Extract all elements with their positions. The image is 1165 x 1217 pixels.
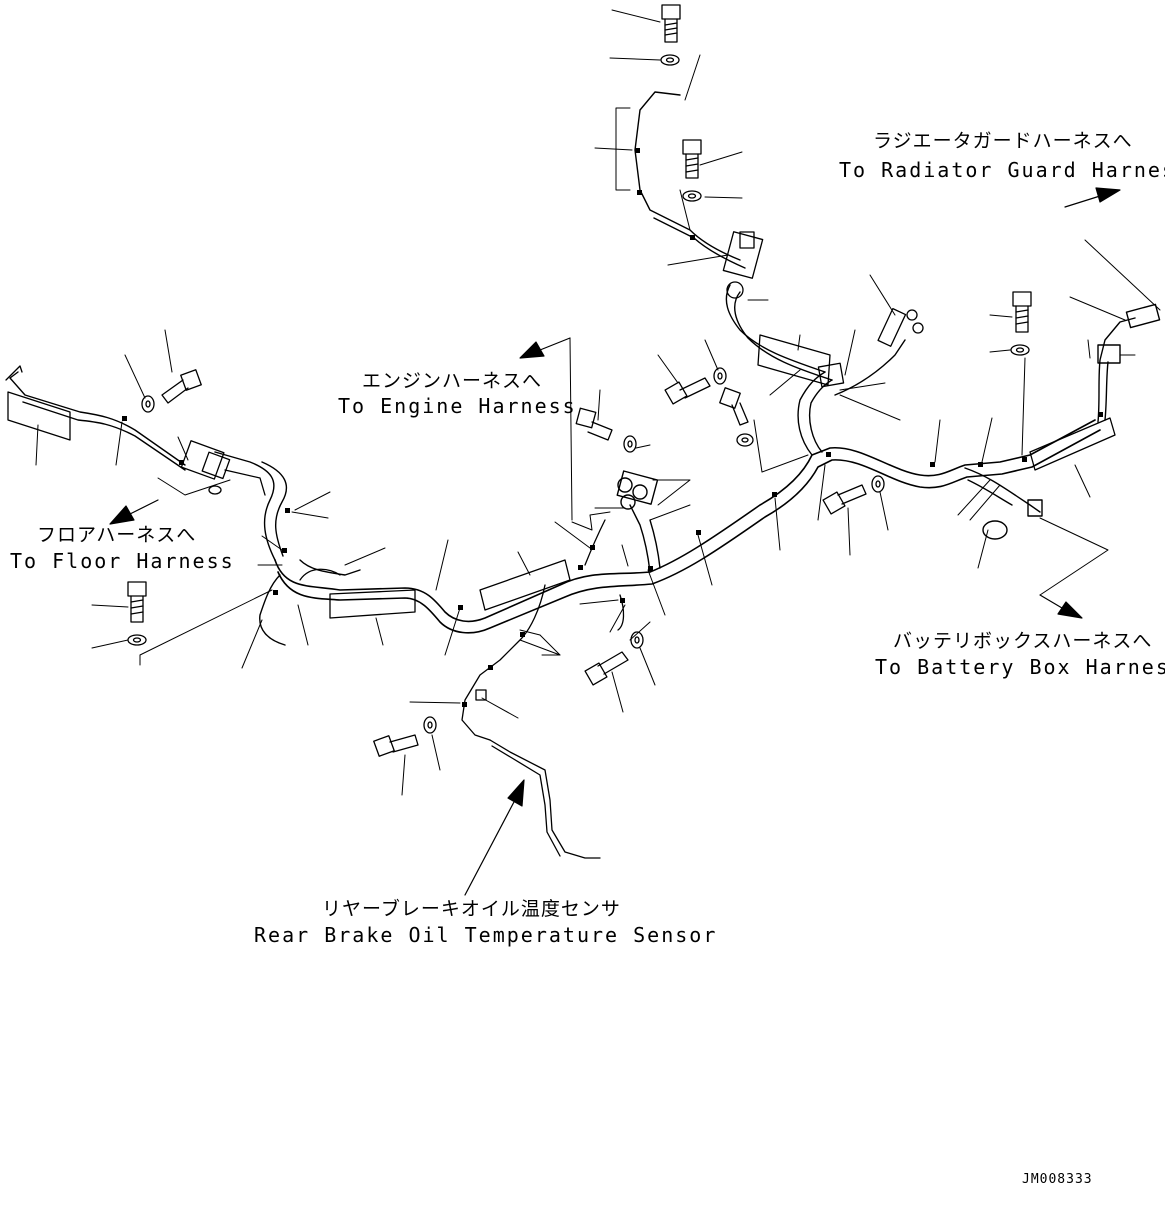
main-harness-trunk	[275, 420, 1100, 633]
drawing-code: JM008333	[1022, 1172, 1093, 1187]
bolts	[128, 5, 1031, 756]
left-harness-branch	[10, 372, 360, 645]
upper-harness-branch	[635, 92, 905, 455]
engine-label-jp: エンジンハーネスへ	[362, 370, 543, 392]
bolt-battery	[823, 485, 866, 514]
direction-arrows	[110, 188, 1120, 895]
battery-label-jp: バッテリボックスハーネスへ	[893, 630, 1153, 652]
left-shield-plate	[6, 366, 70, 440]
floor-connector	[181, 441, 265, 495]
floor-label-jp: フロアハーネスへ	[37, 524, 197, 546]
bolt-sensor	[374, 735, 418, 756]
bolt-left	[162, 370, 201, 403]
leader-lines	[36, 10, 1160, 795]
washers	[128, 55, 1029, 733]
arrow-floor	[110, 500, 158, 524]
sensor-label-en: Rear Brake Oil Temperature Sensor	[254, 923, 718, 947]
engine-branch	[617, 471, 660, 572]
arrow-battery	[1040, 595, 1082, 618]
battery-branch	[965, 468, 1042, 539]
bolt-floor	[128, 582, 146, 622]
bolt-engine-1	[576, 408, 612, 440]
harness-clips	[122, 148, 1103, 707]
bolt-upper-right	[683, 140, 701, 178]
protective-sleeves	[330, 335, 1115, 618]
radiator-branch	[1098, 304, 1160, 422]
bolt-right-upper	[1013, 292, 1031, 332]
bolt-engine-3	[720, 388, 748, 425]
battery-label-en: To Battery Box Harness	[875, 655, 1165, 679]
bolt-top	[662, 5, 680, 42]
radiator-label-en: To Radiator Guard Harness	[839, 158, 1165, 182]
arrow-sensor	[465, 780, 524, 895]
bolt-mid-lower	[585, 652, 628, 685]
arrow-radiator	[1065, 188, 1120, 207]
engine-label-en: To Engine Harness	[338, 394, 577, 418]
bolt-engine-2	[665, 378, 710, 404]
sensor-label-jp: リヤーブレーキオイル温度センサ	[322, 898, 621, 920]
upper-connector	[723, 232, 923, 387]
radiator-label-jp: ラジエータガードハーネスへ	[873, 130, 1133, 152]
sensor-lead	[462, 585, 600, 858]
floor-label-en: To Floor Harness	[10, 549, 235, 573]
arrow-engine	[520, 338, 570, 358]
